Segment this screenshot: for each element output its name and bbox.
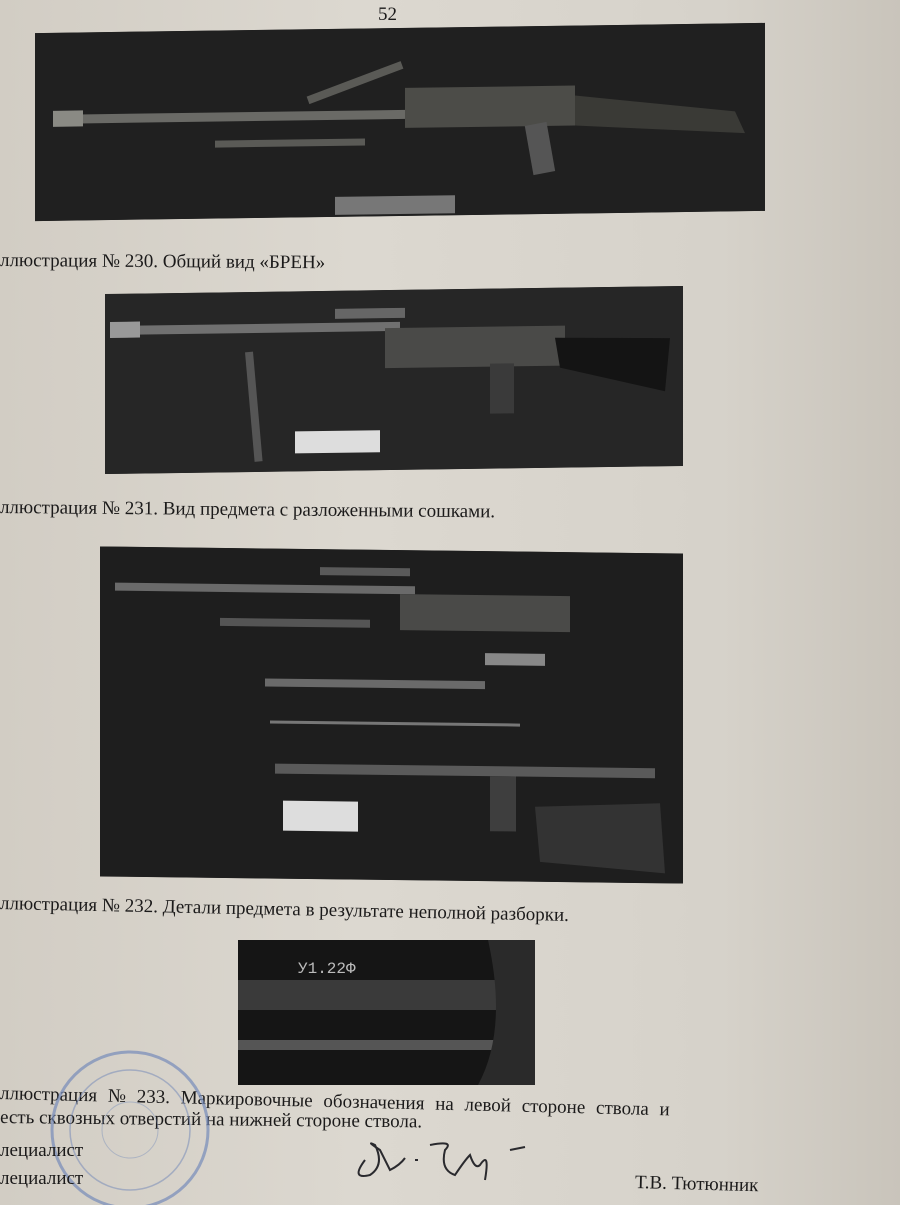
figure-231-caption: ллюстрация № 231. Вид предмета с разложе… [0, 497, 496, 523]
butt-stock [535, 803, 665, 874]
signature-role-2: лециалист [0, 1168, 84, 1189]
scale-ruler [295, 430, 380, 454]
figure-231-photo [105, 285, 683, 475]
official-stamp [50, 1050, 210, 1205]
trigger-group [275, 763, 655, 779]
signatory-name: Т.В. Тютюнник [634, 1172, 759, 1197]
receiver [405, 85, 575, 128]
machine-gun-bipod-image [105, 285, 683, 475]
stock [575, 95, 745, 134]
handwritten-signature [357, 1142, 526, 1181]
page-number: 52 [378, 4, 397, 25]
barrel [55, 109, 415, 124]
machine-gun-image [35, 22, 765, 222]
figure-230-caption: ллюстрация № 230. Общий вид «БРЕН» [0, 250, 326, 274]
scale-ruler [335, 195, 455, 215]
disassembled-parts-image [100, 546, 683, 884]
figure-232-caption: ллюстрация № 232. Детали предмета в резу… [0, 893, 570, 926]
bolt-carrier [265, 678, 485, 690]
scale-ruler [283, 800, 358, 832]
figure-232-photo [100, 546, 683, 884]
figure-233-photo: У1.22Ф [238, 940, 535, 1085]
spring [270, 720, 520, 727]
signature-role-1: лециалист [0, 1140, 84, 1161]
barrel-marking-image: У1.22Ф [238, 940, 535, 1085]
figure-230-photo [35, 22, 765, 222]
serial-marking: У1.22Ф [298, 960, 356, 978]
